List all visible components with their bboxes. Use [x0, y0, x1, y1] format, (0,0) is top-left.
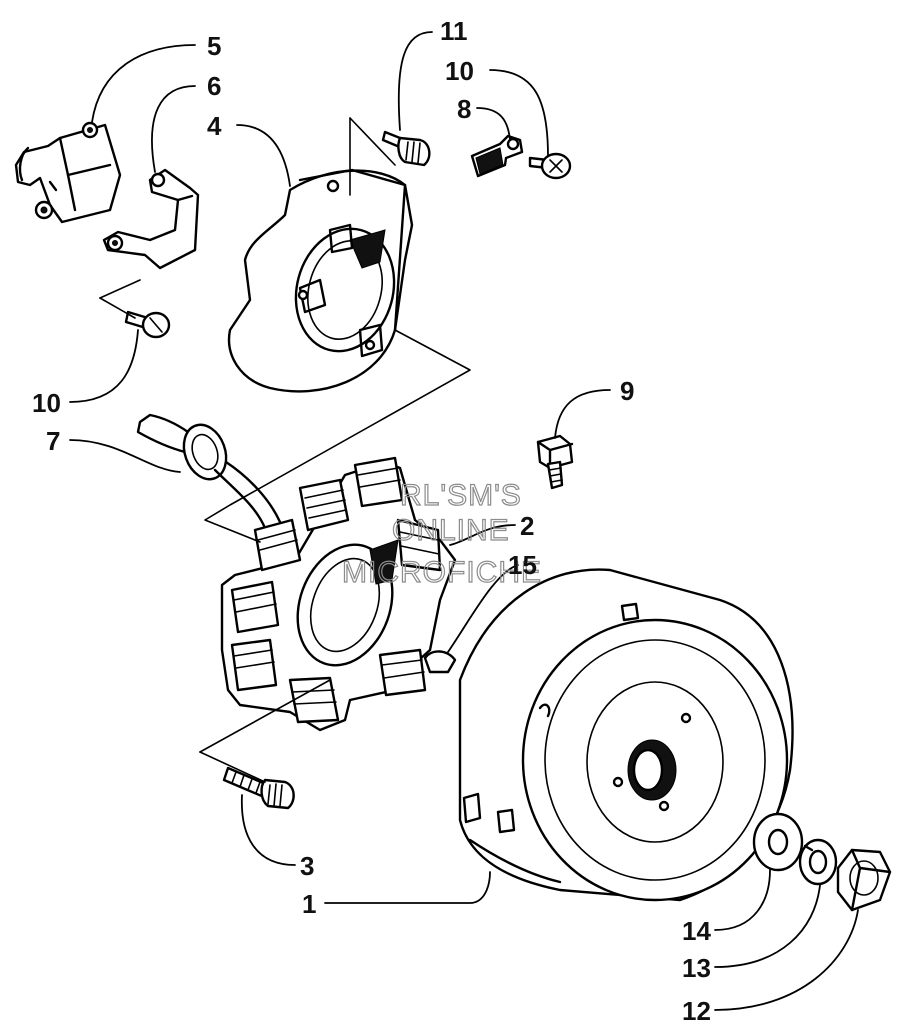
part-12-nut: [836, 848, 892, 912]
callout-6: 6: [207, 71, 221, 101]
callout-15: 15: [508, 550, 537, 580]
assembly-guide-lines: [99, 117, 471, 783]
callout-10-top: 10: [445, 56, 474, 86]
callout-11: 11: [440, 16, 468, 46]
callouts: 5 6 4 11 10 8 10 7 9 2 15 3 1 14 13 12: [32, 16, 711, 1026]
callout-10-left: 10: [32, 388, 61, 418]
watermark-line-1: RL'SM'S: [400, 479, 522, 512]
callout-12: 12: [682, 996, 711, 1026]
watermark: RL'SM'S ONLINE MICROFICHE: [341, 478, 542, 589]
callout-5: 5: [207, 31, 221, 61]
callout-4: 4: [207, 111, 222, 141]
callout-13: 13: [682, 953, 711, 983]
watermark-line-3: MICROFICHE: [342, 556, 542, 589]
watermark-line-2: ONLINE: [392, 514, 510, 547]
part-10-screw-top: [528, 152, 572, 180]
part-6-bracket: [102, 168, 200, 270]
leader-lines: [69, 31, 859, 1011]
callout-9: 9: [620, 376, 634, 406]
part-8-clip: [470, 134, 524, 178]
callout-1: 1: [302, 889, 316, 919]
callout-3: 3: [300, 851, 314, 881]
callout-7: 7: [46, 426, 60, 456]
part-9-bolt: [536, 434, 574, 490]
part-14-washer: [752, 812, 804, 872]
part-5-ignition-module: [14, 121, 122, 224]
part-2-stator: [220, 456, 457, 732]
part-7-grommet-wire: [136, 413, 282, 530]
part-15-key: [423, 650, 457, 674]
callout-2: 2: [520, 511, 534, 541]
part-1-flywheel: [458, 568, 794, 902]
part-3-screw: [222, 766, 295, 810]
part-4-stator-plate: [227, 168, 414, 393]
part-13-lock-washer: [798, 838, 838, 886]
callout-8: 8: [457, 94, 471, 124]
part-11-screw: [381, 130, 431, 167]
callout-14: 14: [682, 916, 711, 946]
